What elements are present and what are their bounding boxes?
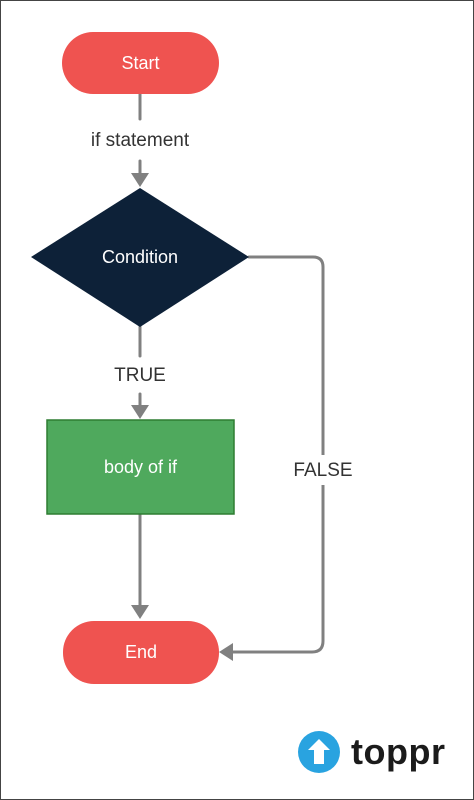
arrowhead-to-condition (131, 173, 149, 187)
end-node (63, 621, 219, 684)
if-statement-label: if statement (91, 130, 190, 151)
true-label: TRUE (114, 365, 166, 386)
body-of-if-label: body of if (104, 457, 178, 477)
end-node-label: End (125, 642, 157, 662)
condition-decision (31, 188, 249, 327)
false-label: FALSE (293, 460, 352, 481)
start-node-label: Start (121, 53, 159, 73)
arrowhead-to-end (131, 605, 149, 619)
edge-false-path (231, 255, 325, 654)
arrowhead-false-to-end (219, 643, 233, 661)
false-label-background (289, 455, 357, 485)
condition-label: Condition (102, 247, 178, 267)
start-node (62, 32, 219, 94)
up-arrow-circle-icon (298, 731, 340, 773)
logo-text: toppr (351, 731, 446, 772)
toppr-logo: toppr (297, 730, 445, 774)
body-of-if-node (46, 419, 235, 515)
arrowhead-to-body (131, 405, 149, 419)
